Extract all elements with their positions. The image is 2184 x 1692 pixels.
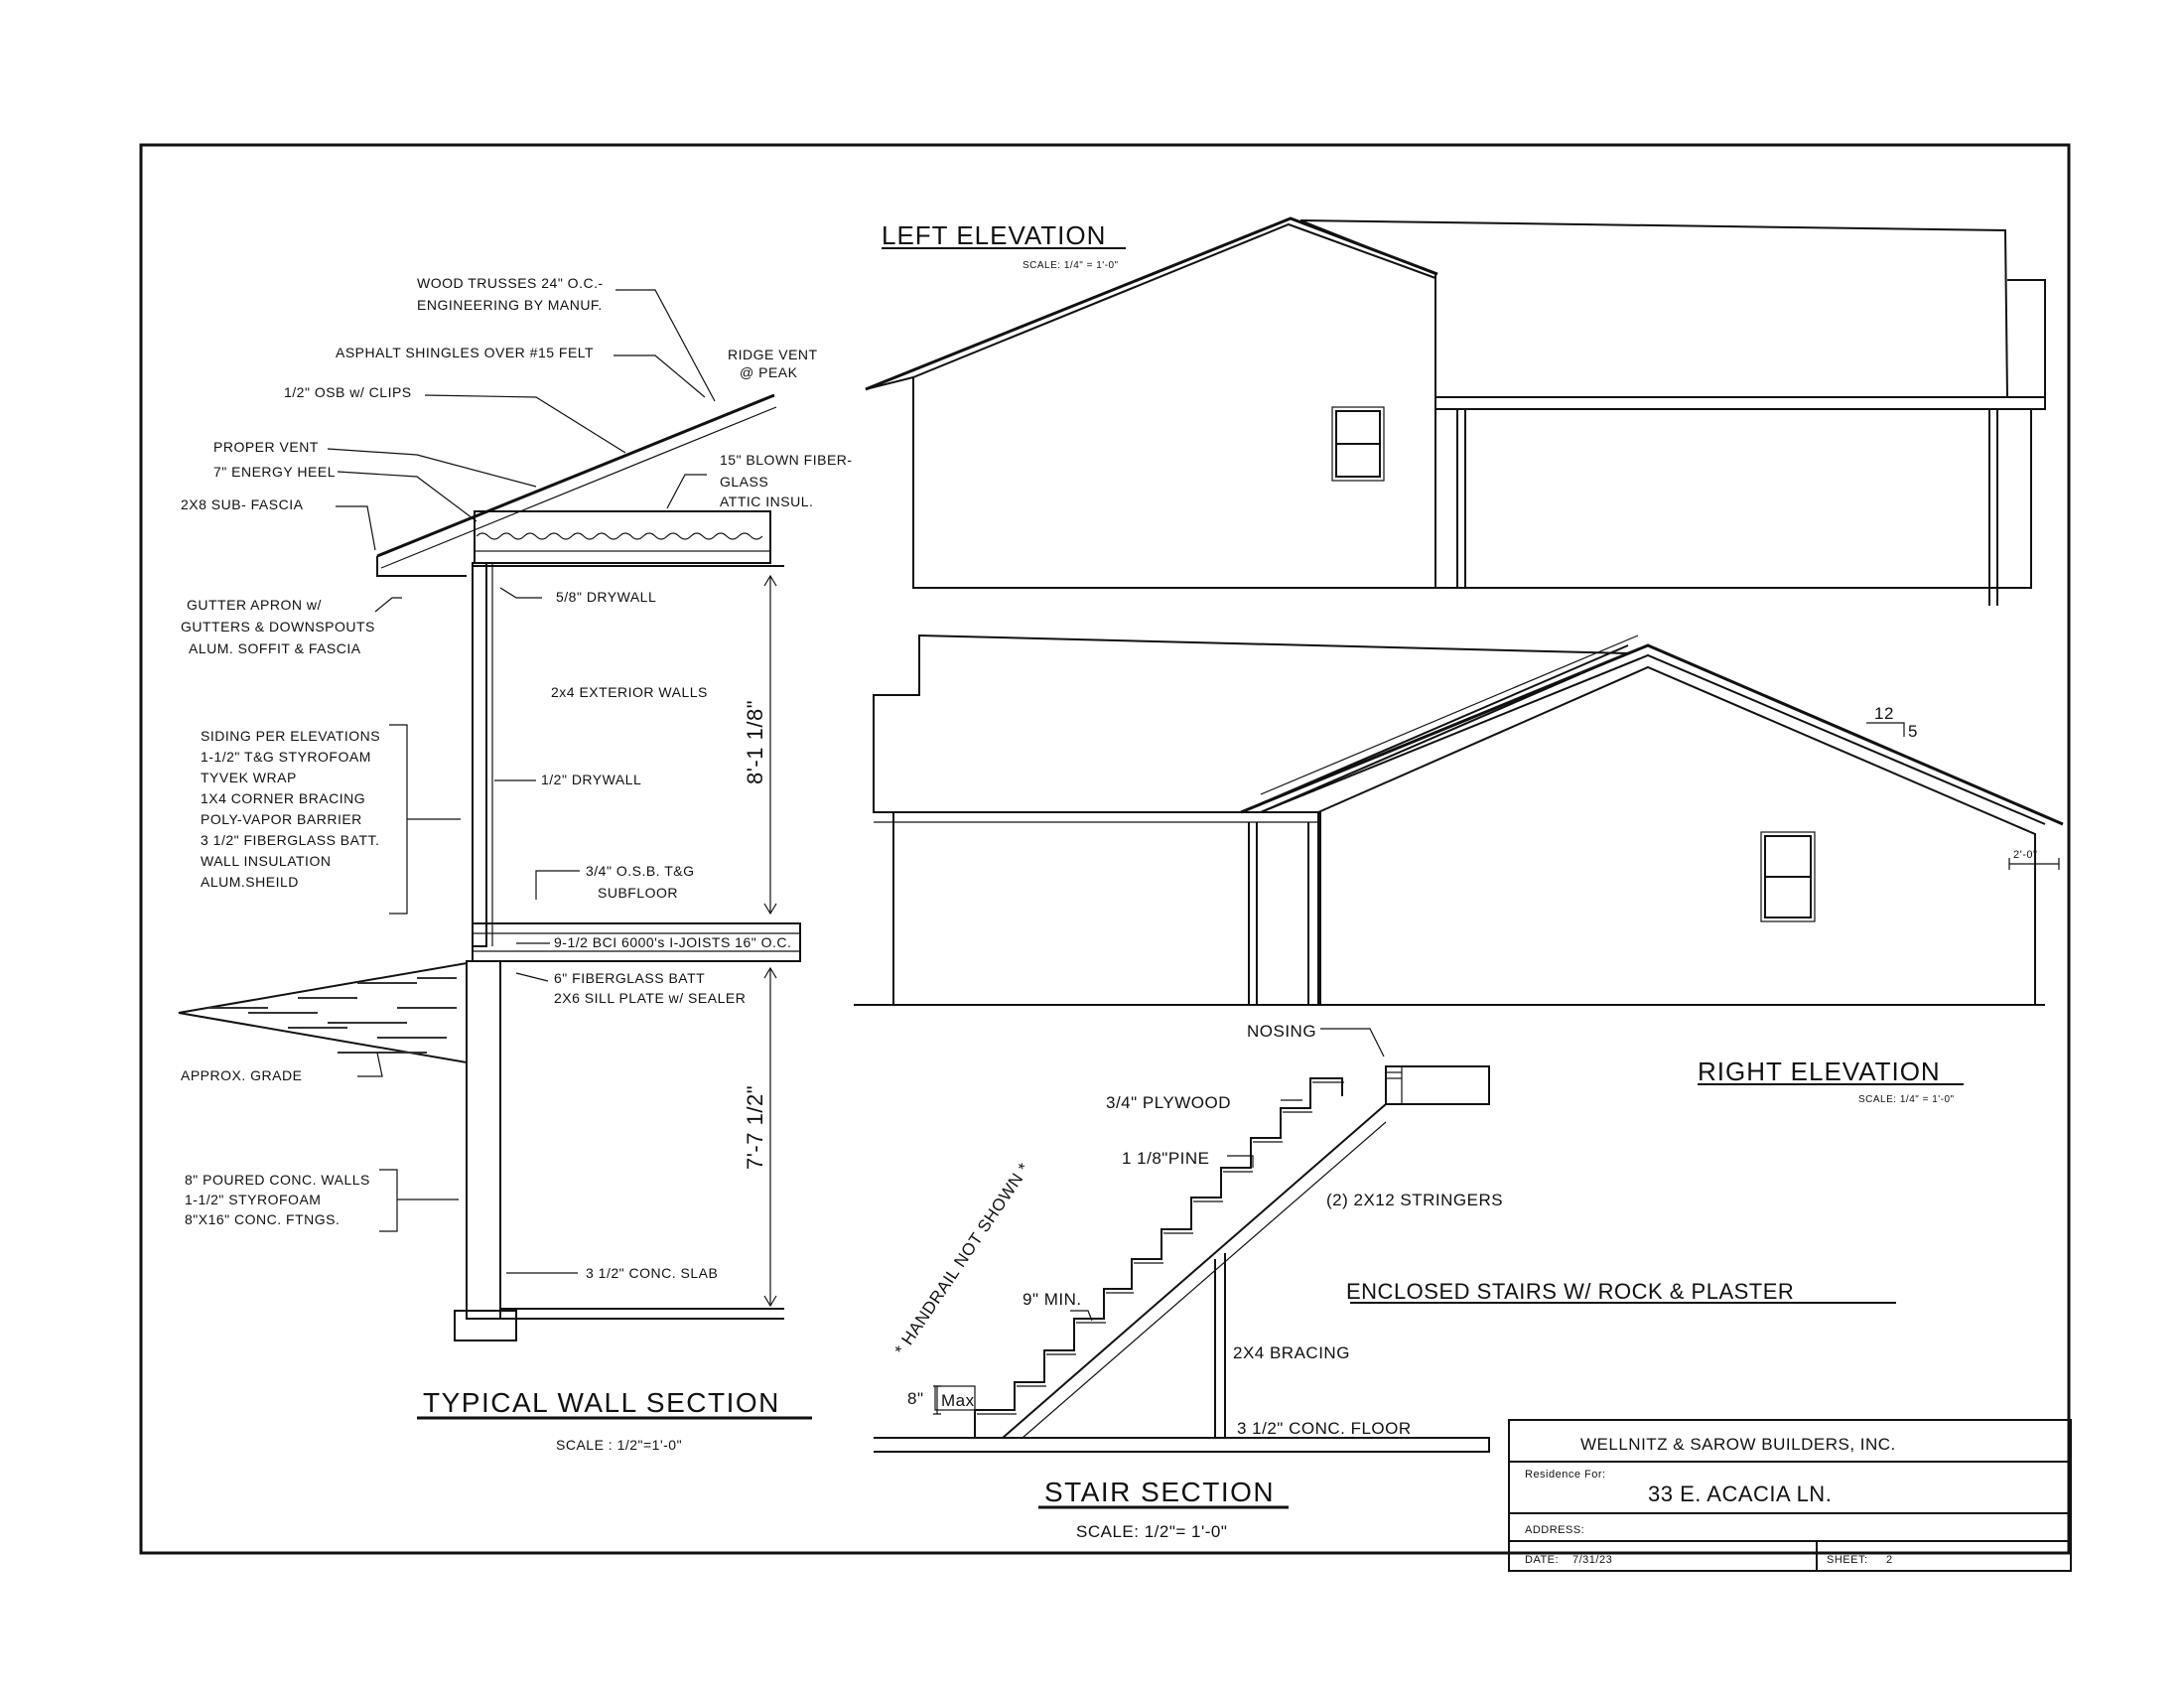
note-subfloor-1: 3/4" O.S.B. T&G xyxy=(586,863,694,879)
stair-riser-value: 8" xyxy=(907,1389,924,1408)
note-conc-1: 8" POURED CONC. WALLS xyxy=(185,1172,370,1188)
left-elevation-title: LEFT ELEVATION xyxy=(882,220,1106,250)
note-sill: 2X6 SILL PLATE w/ SEALER xyxy=(554,990,746,1006)
stair-plywood: 3/4" PLYWOOD xyxy=(1106,1093,1231,1112)
address-label: ADDRESS: xyxy=(1525,1524,1584,1536)
note-drywall-12: 1/2" DRYWALL xyxy=(541,772,641,787)
note-siding-5: POLY-VAPOR BARRIER xyxy=(201,811,362,827)
stair-stringers: (2) 2X12 STRINGERS xyxy=(1326,1191,1503,1209)
note-conc-3: 8"X16" CONC. FTNGS. xyxy=(185,1211,340,1227)
residence-value: 33 E. ACACIA LN. xyxy=(1648,1481,1832,1506)
note-trusses-1: WOOD TRUSSES 24" O.C.- xyxy=(417,275,604,291)
wall-section xyxy=(178,289,812,1420)
stair-pine: 1 1/8"PINE xyxy=(1122,1149,1210,1168)
note-blown-3: ATTIC INSUL. xyxy=(720,494,813,509)
stair-handrail-note: * HANDRAIL NOT SHOWN * xyxy=(891,1160,1034,1359)
right-elevation xyxy=(854,634,2064,1085)
right-elevation-title: RIGHT ELEVATION xyxy=(1698,1057,1941,1086)
note-subfloor-2: SUBFLOOR xyxy=(598,885,678,901)
stair-bracing: 2X4 BRACING xyxy=(1233,1343,1350,1362)
residence-label: Residence For: xyxy=(1525,1469,1606,1480)
sheet-value: 2 xyxy=(1886,1554,1893,1566)
overhang-dim: 2'-0" xyxy=(2013,849,2037,861)
note-blown-2: GLASS xyxy=(720,474,768,490)
stair-tread: 9" MIN. xyxy=(1023,1290,1082,1309)
note-drywall-58: 5/8" DRYWALL xyxy=(556,589,656,605)
note-gutter-2: GUTTERS & DOWNSPOUTS xyxy=(181,619,375,634)
note-batt: 6" FIBERGLASS BATT xyxy=(554,970,705,986)
left-elevation-scale: SCALE: 1/4" = 1'-0" xyxy=(1023,260,1119,271)
pitch-rise: 5 xyxy=(1908,722,1918,741)
note-conc-2: 1-1/2" STYROFOAM xyxy=(185,1192,321,1207)
note-siding-7: WALL INSULATION xyxy=(201,853,331,869)
stair-floor: 3 1/2" CONC. FLOOR xyxy=(1237,1419,1412,1438)
stair-section-scale: SCALE: 1/2"= 1'-0" xyxy=(1076,1522,1227,1541)
stair-enclosed: ENCLOSED STAIRS W/ ROCK & PLASTER xyxy=(1346,1279,1794,1304)
sheet-border xyxy=(139,143,2071,1555)
company-name: WELLNITZ & SAROW BUILDERS, INC. xyxy=(1580,1435,1896,1454)
note-ridge-1: RIDGE VENT xyxy=(728,347,818,362)
note-slab: 3 1/2" CONC. SLAB xyxy=(586,1265,718,1281)
note-ridge-2: @ PEAK xyxy=(740,364,798,380)
right-elevation-scale: SCALE: 1/4" = 1'-0" xyxy=(1858,1094,1955,1105)
stair-section xyxy=(874,1028,1896,1509)
wall-section-title: TYPICAL WALL SECTION xyxy=(423,1387,780,1418)
note-siding-6: 3 1/2" FIBERGLASS BATT. xyxy=(201,832,379,848)
note-siding-2: 1-1/2" T&G STYROFOAM xyxy=(201,749,371,765)
note-grade: APPROX. GRADE xyxy=(181,1067,302,1083)
note-blown-1: 15" BLOWN FIBER- xyxy=(720,452,853,468)
note-joists: 9-1/2 BCI 6000's I-JOISTS 16" O.C. xyxy=(554,934,791,950)
note-vent: PROPER VENT xyxy=(213,439,319,455)
date-label: DATE: xyxy=(1525,1554,1559,1566)
note-ext-walls: 2x4 EXTERIOR WALLS xyxy=(551,684,708,700)
left-elevation xyxy=(865,216,2046,606)
pitch-run: 12 xyxy=(1874,704,1894,723)
wall-section-scale: SCALE : 1/2"=1'-0" xyxy=(556,1437,682,1453)
note-gutter-1: GUTTER APRON w/ xyxy=(187,597,322,613)
dim-basement-height: 7'-7 1/2" xyxy=(743,1085,767,1170)
sheet-label: SHEET: xyxy=(1827,1554,1868,1566)
note-gutter-3: ALUM. SOFFIT & FASCIA xyxy=(189,640,361,656)
title-block xyxy=(1508,1419,2072,1572)
note-trusses-2: ENGINEERING BY MANUF. xyxy=(417,297,603,313)
note-siding-3: TYVEK WRAP xyxy=(201,770,297,785)
stair-nosing: NOSING xyxy=(1247,1022,1316,1041)
note-siding-4: 1X4 CORNER BRACING xyxy=(201,790,365,806)
note-shingles: ASPHALT SHINGLES OVER #15 FELT xyxy=(336,345,594,360)
note-siding-8: ALUM.SHEILD xyxy=(201,874,299,890)
stair-section-title: STAIR SECTION xyxy=(1044,1477,1275,1507)
dim-wall-height: 8'-1 1/8" xyxy=(743,700,767,784)
note-subfascia: 2X8 SUB- FASCIA xyxy=(181,496,304,512)
note-heel: 7" ENERGY HEEL xyxy=(213,464,336,480)
stair-riser-max: Max xyxy=(941,1391,975,1410)
date-value: 7/31/23 xyxy=(1572,1554,1612,1566)
note-siding-1: SIDING PER ELEVATIONS xyxy=(201,728,380,744)
note-osb: 1/2" OSB w/ CLIPS xyxy=(284,384,412,400)
